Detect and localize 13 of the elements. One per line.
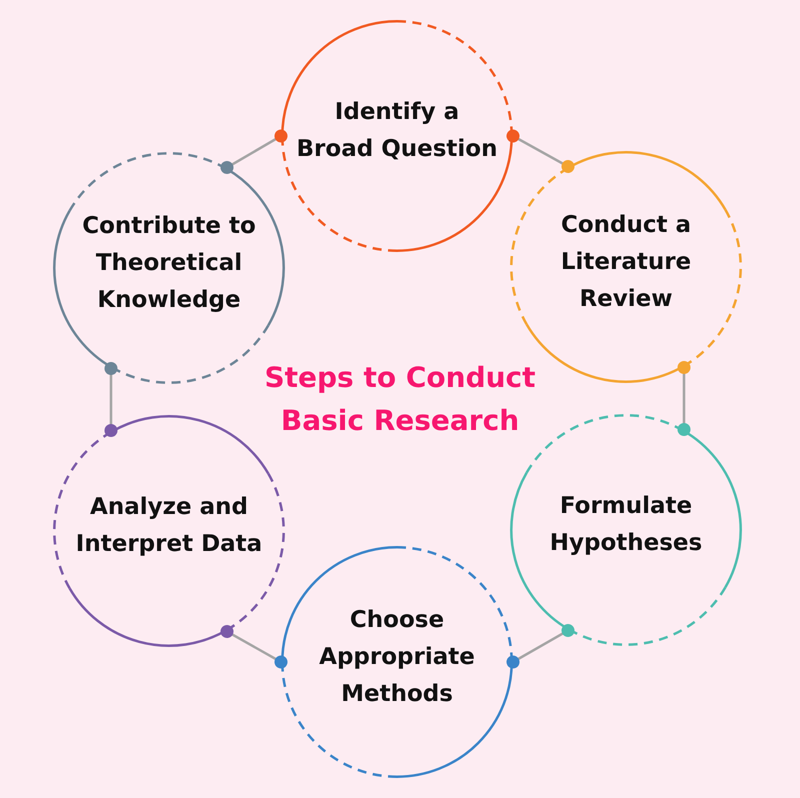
connector-line — [220, 625, 288, 668]
step-text: Analyze and Interpret Data — [76, 493, 262, 559]
connector-line — [220, 130, 288, 174]
connector-line — [506, 624, 574, 668]
step-text: Formulate Hypotheses — [550, 492, 702, 558]
step-text: Choose Appropriate Methods — [319, 606, 475, 708]
step-text: Identify a Broad Question — [296, 98, 498, 164]
connector-line — [104, 362, 118, 437]
step-text: Contribute to Theoretical Knowledge — [82, 212, 256, 314]
connector-line — [678, 361, 690, 436]
diagram-title: Steps to Conduct Basic Research — [264, 360, 536, 439]
step-text: Conduct a Literature Review — [560, 210, 692, 314]
connector-line — [506, 130, 574, 173]
